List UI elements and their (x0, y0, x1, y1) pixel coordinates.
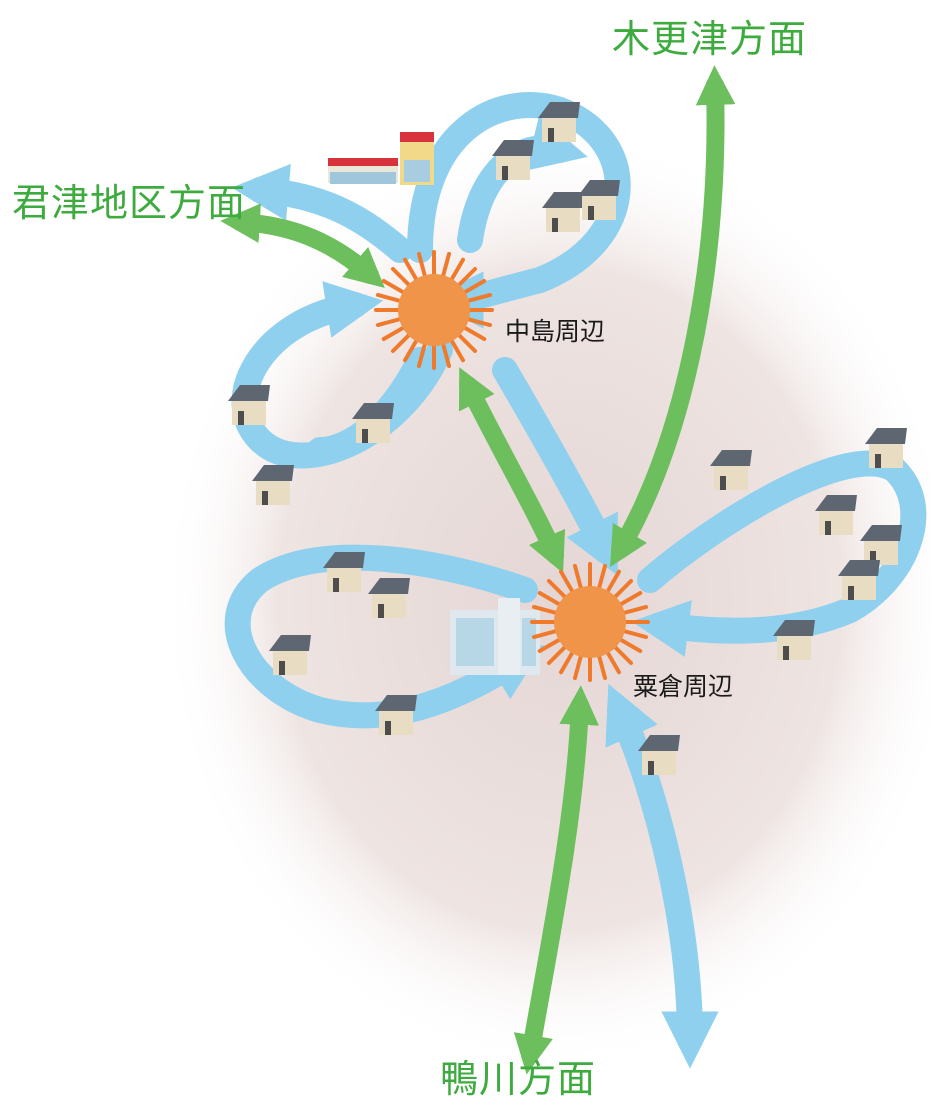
hub-ray (546, 578, 568, 600)
hub-ray (531, 628, 560, 640)
house-icon (542, 192, 584, 232)
hub-ray (537, 591, 563, 607)
hub-ray (449, 337, 465, 363)
kimitsu-direction-label: 君津地区方面 (12, 181, 247, 225)
area-background (160, 130, 931, 1070)
house-icon (815, 495, 857, 535)
hub-ray (559, 569, 575, 595)
house-icon (638, 735, 680, 775)
hub-ray (381, 325, 407, 341)
hub-ray (375, 292, 404, 304)
green-arrows (220, 65, 736, 1075)
kimitsu-green-arrow (220, 203, 385, 289)
hub-ray (449, 257, 465, 283)
nakajima-label: 中島周辺 (505, 317, 606, 346)
hub-ray (617, 591, 643, 607)
hub-ray (546, 644, 568, 666)
houses (228, 102, 907, 775)
hub-ray (461, 279, 487, 295)
hub-ray (572, 652, 584, 681)
hub-ray (440, 251, 452, 280)
kisarazu-direction-label: 木更津方面 (612, 17, 808, 61)
house-icon (352, 403, 394, 443)
kurakura-label: 粟倉周辺 (633, 672, 734, 701)
house-icon (865, 428, 907, 468)
hub-ray (605, 569, 621, 595)
hub-core (554, 586, 626, 658)
house-icon (578, 180, 620, 220)
house-icon (368, 578, 410, 618)
hub-ray (620, 604, 649, 616)
hub-ray (403, 337, 419, 363)
house-icon (228, 385, 270, 425)
house-icon (375, 695, 417, 735)
house-icon (252, 465, 294, 505)
house-icon (773, 620, 815, 660)
school-building (450, 598, 540, 675)
hub-ray (456, 266, 478, 288)
hub-ray (416, 340, 428, 369)
hub-ray (605, 649, 621, 675)
hub-ray (612, 578, 634, 600)
hub-ray (531, 604, 560, 616)
link-green-arrow (458, 367, 566, 574)
kurakura-hub (530, 562, 650, 682)
hub-ray (440, 340, 452, 369)
nakajima-hub (374, 250, 494, 370)
kamogawa-blue-arrow (605, 683, 719, 1069)
kamogawa-direction-label: 鴨川方面 (440, 1057, 597, 1101)
house-icon (492, 140, 534, 180)
hub-ray (416, 251, 428, 280)
hub-ray (612, 644, 634, 666)
hub-ray (461, 325, 487, 341)
house-icon (538, 102, 580, 142)
hub-ray (375, 316, 404, 328)
hub-ray (620, 628, 649, 640)
kamogawa-green-arrow (513, 685, 599, 1075)
hub-ray (617, 637, 643, 653)
hub-core (398, 274, 470, 346)
house-icon (710, 450, 752, 490)
loop-kr-arrow (631, 450, 927, 657)
house-icon (323, 552, 365, 592)
house-icon (838, 560, 880, 600)
hub-ray (381, 279, 407, 295)
kisarazu-green-arrow (610, 65, 736, 568)
hub-ray (596, 563, 608, 592)
hub-ray (456, 332, 478, 354)
hub-ray (390, 332, 412, 354)
loop-kl-arrow (224, 544, 545, 729)
hub-ray (464, 292, 493, 304)
hub-ray (596, 652, 608, 681)
supermarket-building (328, 132, 434, 185)
hub-ray (572, 563, 584, 592)
hub-ray (390, 266, 412, 288)
hub-ray (559, 649, 575, 675)
hub-ray (403, 257, 419, 283)
hub-ray (537, 637, 563, 653)
hub-ray (464, 316, 493, 328)
house-icon (269, 635, 311, 675)
